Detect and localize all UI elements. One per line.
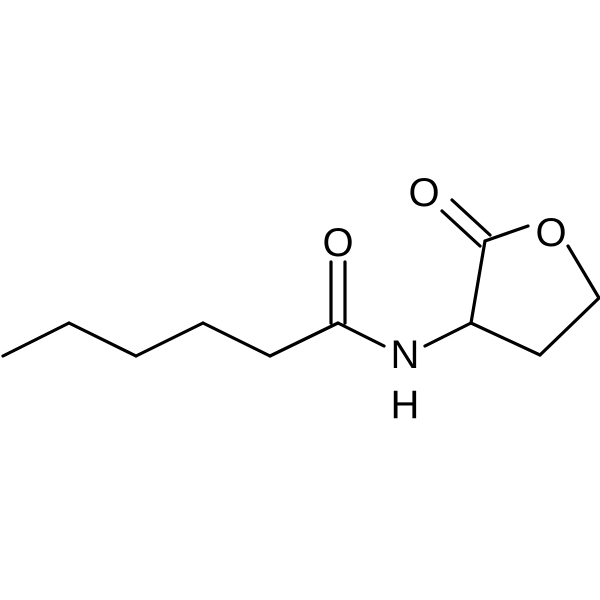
bond-ring-c3-c2 [469,239,487,325]
amide-hydrogen-label: H [391,383,420,427]
bond-ring-c2-o1 [483,224,530,243]
ring-oxygen-label: O [535,211,566,255]
bond-lactone-co-double-b [450,198,492,237]
bond-c3-c4 [134,321,205,358]
amide-carbonyl-oxygen-label: O [322,221,353,265]
bond-c1-c2 [1,321,71,358]
bond-c2-c3 [67,321,138,358]
bond-carbonyl-nitrogen [336,321,386,348]
bond-c5-c6 [268,321,340,358]
bond-ring-c5-c4 [538,296,600,357]
bond-ring-c4-c3 [469,321,542,357]
amide-nitrogen-label: N [391,333,420,377]
bond-lactone-co-double-a [440,209,482,248]
bond-c4-c5 [201,321,272,358]
bond-nitrogen-ring-c3 [423,321,473,348]
lactone-carbonyl-oxygen-label: O [408,171,439,215]
bond-ring-o1-c5 [566,244,600,300]
